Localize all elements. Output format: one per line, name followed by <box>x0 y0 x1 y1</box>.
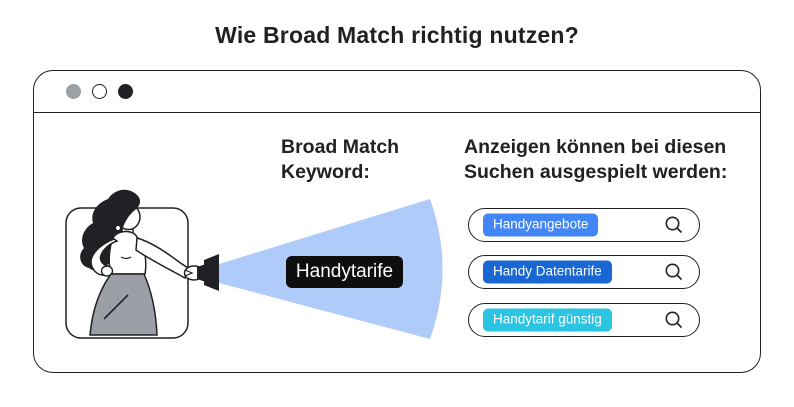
search-term-highlight: Handy Datentarife <box>483 260 612 284</box>
window-dot-gray-icon[interactable] <box>66 84 81 99</box>
broad-match-keyword-heading: Broad Match Keyword: <box>281 135 399 185</box>
search-pill-handytarif-guenstig[interactable]: Handytarif günstig <box>468 303 700 337</box>
results-heading-line1: Anzeigen können bei diesen <box>464 136 727 158</box>
search-term-highlight: Handyangebote <box>483 213 599 237</box>
akimbo-arm <box>90 238 119 276</box>
blouse <box>108 230 147 275</box>
search-term-highlight: Handytarif günstig <box>483 308 612 332</box>
broad-match-heading-line2: Keyword: <box>281 161 370 183</box>
extended-arm <box>135 237 189 280</box>
broad-match-heading-line1: Broad Match <box>281 136 400 158</box>
results-heading-line2: Suchen ausgespielt werden: <box>464 161 728 183</box>
broad-match-keyword-chip: Handytarife <box>286 256 403 288</box>
page-title: Wie Broad Match richtig nutzen? <box>215 22 579 48</box>
search-icon[interactable] <box>664 215 684 235</box>
window-titlebar <box>34 71 760 113</box>
window-dot-black-icon[interactable] <box>118 84 133 99</box>
earring <box>114 224 122 232</box>
illustration-frame <box>65 207 189 339</box>
skirt <box>89 273 158 336</box>
search-icon[interactable] <box>664 262 684 282</box>
hair <box>80 189 141 271</box>
search-pill-handy-datentarife[interactable]: Handy Datentarife <box>468 255 700 289</box>
search-pill-handyangebote[interactable]: Handyangebote <box>468 208 700 242</box>
search-icon[interactable] <box>664 310 684 330</box>
flashlight-icon <box>204 254 219 291</box>
search-results-heading: Anzeigen können bei diesen Suchen ausges… <box>464 135 727 185</box>
hand <box>183 265 205 281</box>
window-dot-white-icon[interactable] <box>92 84 107 99</box>
browser-window: Broad Match Keyword: Anzeigen können bei… <box>33 70 761 373</box>
